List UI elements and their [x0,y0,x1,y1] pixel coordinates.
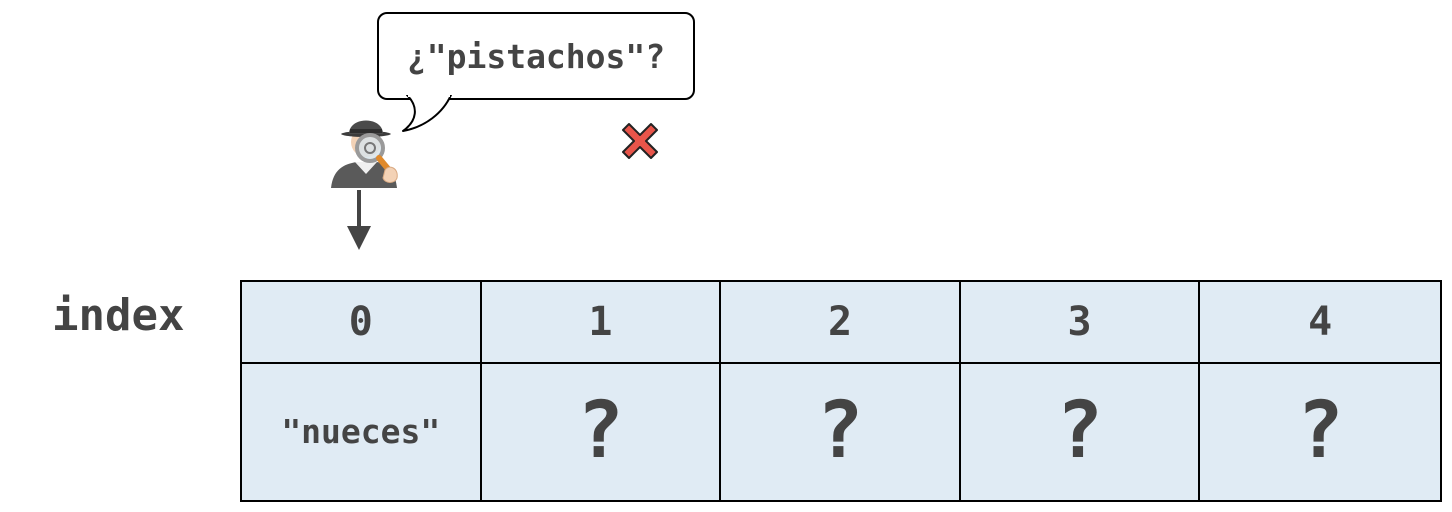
pointer-arrow [347,190,371,250]
array-grid: 0 1 2 3 4 "nueces" ? ? ? ? [240,280,1442,502]
index-row-label: index [52,290,185,341]
index-cell: 3 [961,282,1201,362]
value-cell-unknown: ? [482,362,722,500]
index-row: 0 1 2 3 4 [242,282,1440,364]
speech-bubble-tail [402,95,452,132]
speech-text: ¿"pistachos"? [406,36,666,76]
value-cell: "nueces" [242,362,482,500]
detective-icon [331,120,398,188]
index-cell: 1 [482,282,722,362]
value-cell-unknown: ? [961,362,1201,500]
index-cell: 0 [242,282,482,362]
value-cell-unknown: ? [721,362,961,500]
speech-bubble: ¿"pistachos"? [377,12,695,100]
value-cell-unknown: ? [1296,386,1344,476]
cross-mark-icon [622,123,658,159]
value-row: "nueces" ? ? ? ? [242,362,1440,500]
index-cell: 2 [721,282,961,362]
index-cell: 4 [1308,299,1333,345]
